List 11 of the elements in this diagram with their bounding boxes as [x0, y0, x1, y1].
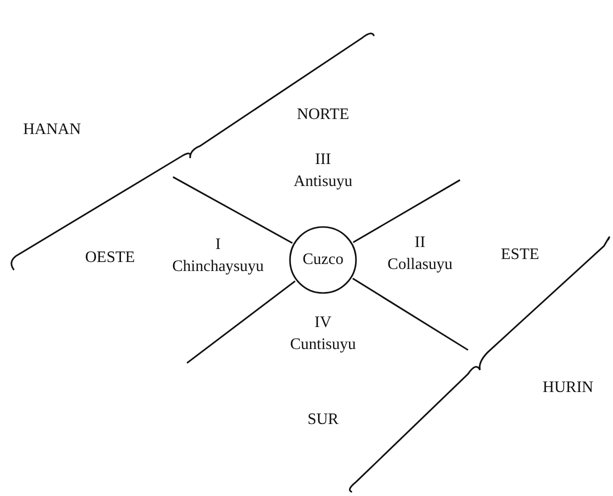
direction-label: OESTE — [85, 248, 135, 268]
division-label: HANAN — [23, 120, 81, 140]
direction-label: NORTE — [296, 105, 350, 125]
direction-label: ESTE — [500, 245, 540, 265]
direction-label: SUR — [307, 410, 339, 430]
quarter-label: III Antisuyu — [294, 150, 352, 192]
quarter-label: IV Cuntisuyu — [290, 313, 356, 355]
quarter-label: II Collasuyu — [388, 233, 452, 275]
place-name: Cuzco — [302, 251, 344, 269]
quarter-label: I Chinchaysuyu — [172, 235, 264, 277]
division-label: HURIN — [542, 378, 594, 398]
